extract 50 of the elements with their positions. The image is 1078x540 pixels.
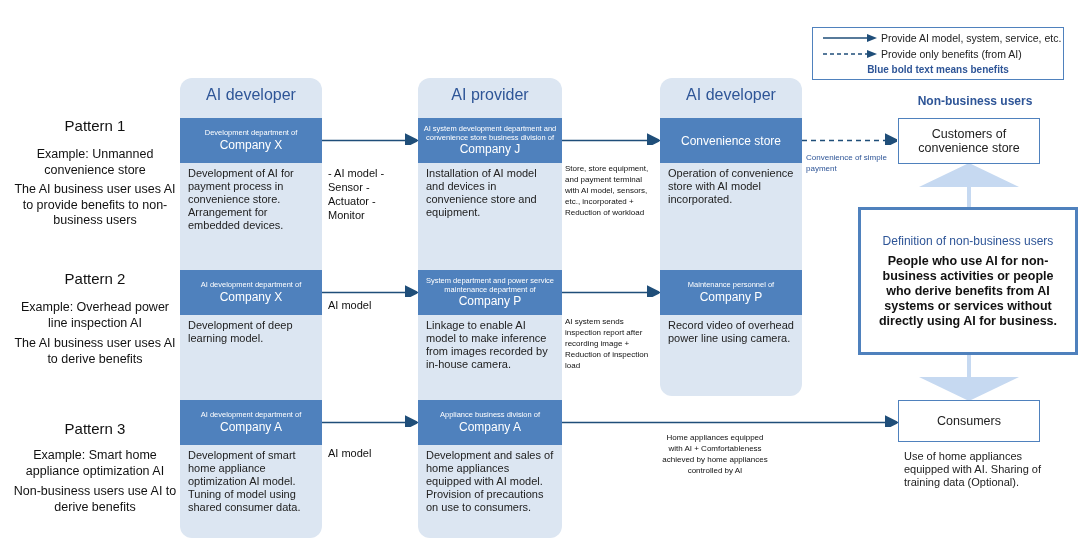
edge-label: - AI model - Sensor - Actuator - Monitor <box>328 166 386 222</box>
arrow <box>321 133 420 148</box>
definition-title: Definition of non-business users <box>882 233 1054 248</box>
description-text: Installation of AI model and devices in convenience store and equipment. <box>425 166 538 219</box>
description-text: Development of deep learning model. <box>187 318 294 345</box>
definition-box <box>858 207 1078 355</box>
column-panel <box>418 78 562 538</box>
column-panel <box>660 78 802 396</box>
arrow <box>321 415 420 430</box>
edge-label: AI model <box>328 446 373 460</box>
arrow <box>561 285 662 300</box>
arrow <box>561 415 900 430</box>
column-title: AI developer <box>685 86 777 104</box>
legend-text: Provide AI model, system, service, etc. <box>881 31 1062 45</box>
pattern-description: The AI business user uses AI to provide benefits to non-business users <box>13 182 177 229</box>
pattern-description: Example: Overhead power line inspection AI <box>20 300 170 331</box>
arrow <box>561 133 662 148</box>
user-box: Customers of convenience store <box>898 118 1040 164</box>
legend-note: Blue bold text means benefits <box>866 63 1010 76</box>
pattern-description: Example: Smart home appliance optimization AI <box>24 448 166 479</box>
user-box: Consumers <box>898 400 1040 442</box>
arrow <box>321 285 420 300</box>
pattern-heading: Pattern 1 <box>63 117 127 135</box>
legend-text: Provide only benefits (from AI) <box>881 47 1022 61</box>
edge-label: Convenience of simple payment <box>806 152 888 174</box>
description-text: Development and sales of home appliances equipped with AI model. Provision of precautions on use to consumers. <box>425 448 555 514</box>
description-text: Operation of convenience store with AI model incorporated. <box>667 166 795 206</box>
description-text: Record video of overhead power line using camera. <box>667 318 795 345</box>
edge-label: Home appliances equipped with AI + Comfortableness achieved by home appliances controlled by AI <box>661 432 769 476</box>
dashed-arrow <box>801 133 900 148</box>
edge-label: AI system sends inspection report after recording image + Reduction of inspection load <box>565 316 650 371</box>
group-heading: Non-business users <box>916 94 1034 109</box>
pattern-description: Non-business users use AI to derive benefits <box>12 484 178 515</box>
edge-label: Store, store equipment, and payment terminal with AI model, sensors, etc., incorporated + Reduction of workload <box>565 163 650 218</box>
edge-label: AI model <box>328 298 373 312</box>
chevron-arrow <box>919 163 1019 207</box>
chevron-arrow <box>919 355 1019 401</box>
description-text: Linkage to enable AI model to make inference from images recorded by in-house camera. <box>425 318 549 371</box>
department-header: Convenience store <box>660 118 802 163</box>
pattern-description: The AI business user uses AI to derive benefits <box>13 336 177 367</box>
column-panel <box>180 78 322 538</box>
pattern-heading: Pattern 2 <box>63 270 127 288</box>
pattern-heading: Pattern 3 <box>63 420 127 438</box>
description-text: Development of AI for payment process in convenience store. Arrangement for embedded devices. <box>187 166 295 232</box>
pattern-description: Example: Unmanned convenience store <box>35 147 155 178</box>
column-title: AI developer <box>205 86 297 104</box>
description-text: Use of home appliances equipped with AI. Sharing of training data (Optional). <box>904 450 1042 489</box>
description-text: Development of smart home appliance optimization AI model. Tuning of model using shared consumer data. <box>187 448 302 514</box>
definition-text: People who use AI for non-business activities or people who derive benefits from AI systems or services without directly using AI for business. <box>877 253 1058 329</box>
column-title: AI provider <box>450 86 530 104</box>
